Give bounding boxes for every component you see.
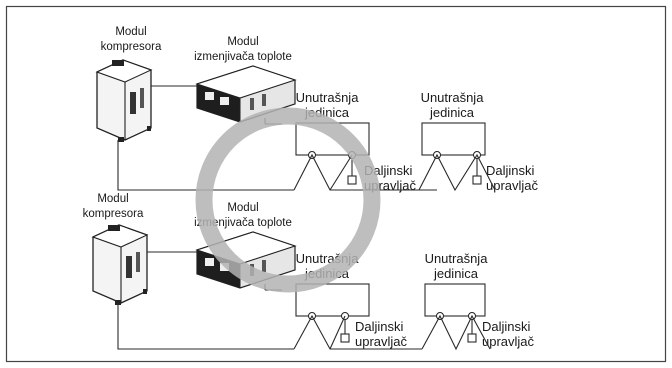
compressor-module	[91, 224, 149, 305]
compressor-label-line2: kompresora	[83, 208, 144, 220]
remote-label-line2: upravljač	[482, 334, 535, 349]
exchanger-module	[195, 65, 297, 123]
compressor-label-line1: Modul	[115, 26, 146, 38]
remote-label-line1: Daljinski	[355, 319, 404, 334]
diagram-frame	[5, 5, 667, 363]
indoor-unit-label-line2: jedinica	[433, 266, 479, 281]
exchanger-label-line2: izmenjivača toplote	[194, 51, 292, 63]
indoor-unit-label-line1: Unutrašnja	[425, 251, 489, 266]
compressor-label-line1: Modul	[97, 193, 128, 205]
remote-controller-icon	[467, 333, 477, 343]
remote-controller-icon	[340, 333, 350, 343]
remote-label-line2: upravljač	[486, 178, 539, 193]
remote-label-line1: Daljinski	[486, 163, 535, 178]
highlight-ring	[195, 107, 381, 293]
exchanger-label-line2: izmenjivača toplote	[194, 217, 292, 229]
system-2: Modul kompresora Modul izmenjivača toplo…	[83, 193, 535, 351]
remote-controller-icon	[347, 175, 357, 185]
exchanger-label-line1: Modul	[227, 202, 258, 214]
remote-label-line1: Daljinski	[482, 319, 531, 334]
indoor-unit-box	[421, 122, 486, 156]
indoor-unit-box	[424, 283, 486, 317]
indoor-unit-label-line2: jedinica	[429, 105, 475, 120]
remote-label-line2: upravljač	[355, 334, 408, 349]
remote-controller-icon	[472, 175, 482, 185]
compressor-label-line2: kompresora	[101, 41, 162, 53]
exchanger-label-line1: Modul	[227, 36, 258, 48]
indoor-unit-label-line1: Unutrašnja	[296, 90, 360, 105]
system-1: Modul kompresora Modul izmenjivača toplo…	[95, 26, 539, 193]
indoor-unit-label-line1: Unutrašnja	[421, 90, 485, 105]
compressor-module	[95, 59, 153, 142]
